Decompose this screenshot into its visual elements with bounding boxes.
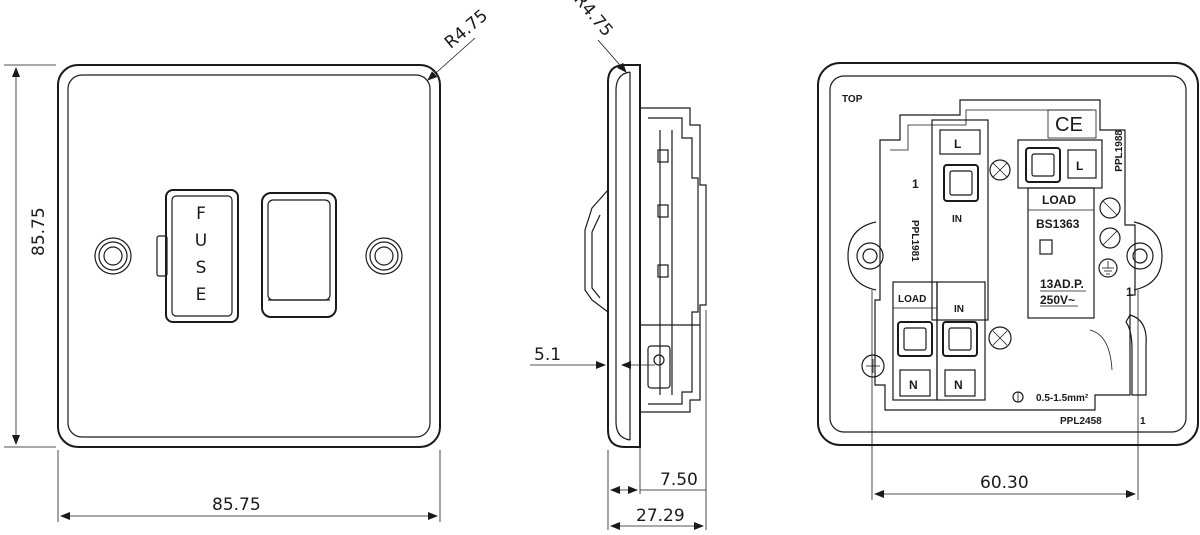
screw-right-icon [365,237,403,275]
front-plate-inner [67,74,431,438]
terminal-n-load-label: N [909,378,918,392]
plate-offset-label: 5.1 [534,345,561,365]
ppl1988-label: PPL1988 [1114,130,1125,172]
total-depth-label: 27.29 [636,506,685,526]
side-rocker-profile [584,189,609,313]
side-corner-radius-label: R4.75 [569,0,616,41]
screw-left-icon [94,237,132,275]
number-1-right: 1 [1126,285,1133,299]
side-plate-profile [607,64,641,448]
mounting-lug-right [1126,221,1163,291]
plate-thickness-label: 7.50 [660,470,698,490]
fuse-letter-f: F [196,204,206,224]
standard-label: BS1363 [1036,217,1080,231]
terminal-block-l-load: L [1017,139,1103,189]
front-plate-outer [57,64,441,448]
rear-view: TOP L IN [817,62,1199,500]
rating-line1: 13AD.P. [1040,277,1084,291]
front-view: F U S E R4.75 85.75 85.75 [4,6,492,522]
cable-size-label: 0.5-1.5mm² [1036,393,1089,404]
rear-plate-outer [817,62,1199,446]
rear-backbox-outline [874,99,1136,411]
ppl1981-label: PPL1981 [909,220,920,262]
fuse-letter-s: S [196,258,207,278]
rating-line2: 250V~ [1040,293,1075,307]
ce-mark: CE [1055,114,1083,136]
in-label-lower: IN [954,304,964,315]
earth-icon [1098,258,1118,278]
cable-clamp [1125,314,1147,396]
fuse-letter-u: U [195,231,207,251]
fixing-centres-label: 60.30 [980,473,1029,493]
part-number-label: PPL2458 [1060,416,1102,427]
front-height-label: 85.75 [29,207,49,256]
mounting-lug-left [847,221,884,291]
side-backbox-body [639,107,707,413]
terminal-l-in-label: L [954,137,961,151]
load-label-lower: LOAD [898,294,926,305]
terminal-l-load-label: L [1076,159,1083,173]
terminal-n-in-label: N [954,378,963,392]
front-width-label: 85.75 [212,495,261,515]
top-label: TOP [842,94,863,105]
part-suffix-label: 1 [1140,416,1146,427]
terminal-block-n-load: LOAD N [892,281,938,401]
fuse-letter-e: E [196,285,207,305]
terminal-block-n-in: IN N [936,281,986,401]
fuse-rating-block: LOAD BS1363 13AD.P. 250V~ [1027,187,1095,319]
side-view: R4.75 5.1 7.50 27.29 [530,0,707,530]
number-1-left: 1 [912,177,919,191]
terminal-block-l-in: L IN [931,119,989,321]
rear-plate-inner [829,75,1187,433]
fuse-holder: F U S E [156,189,239,323]
rocker-switch [261,192,337,318]
in-label-upper: IN [952,214,962,225]
load-label-upper: LOAD [1042,193,1076,207]
